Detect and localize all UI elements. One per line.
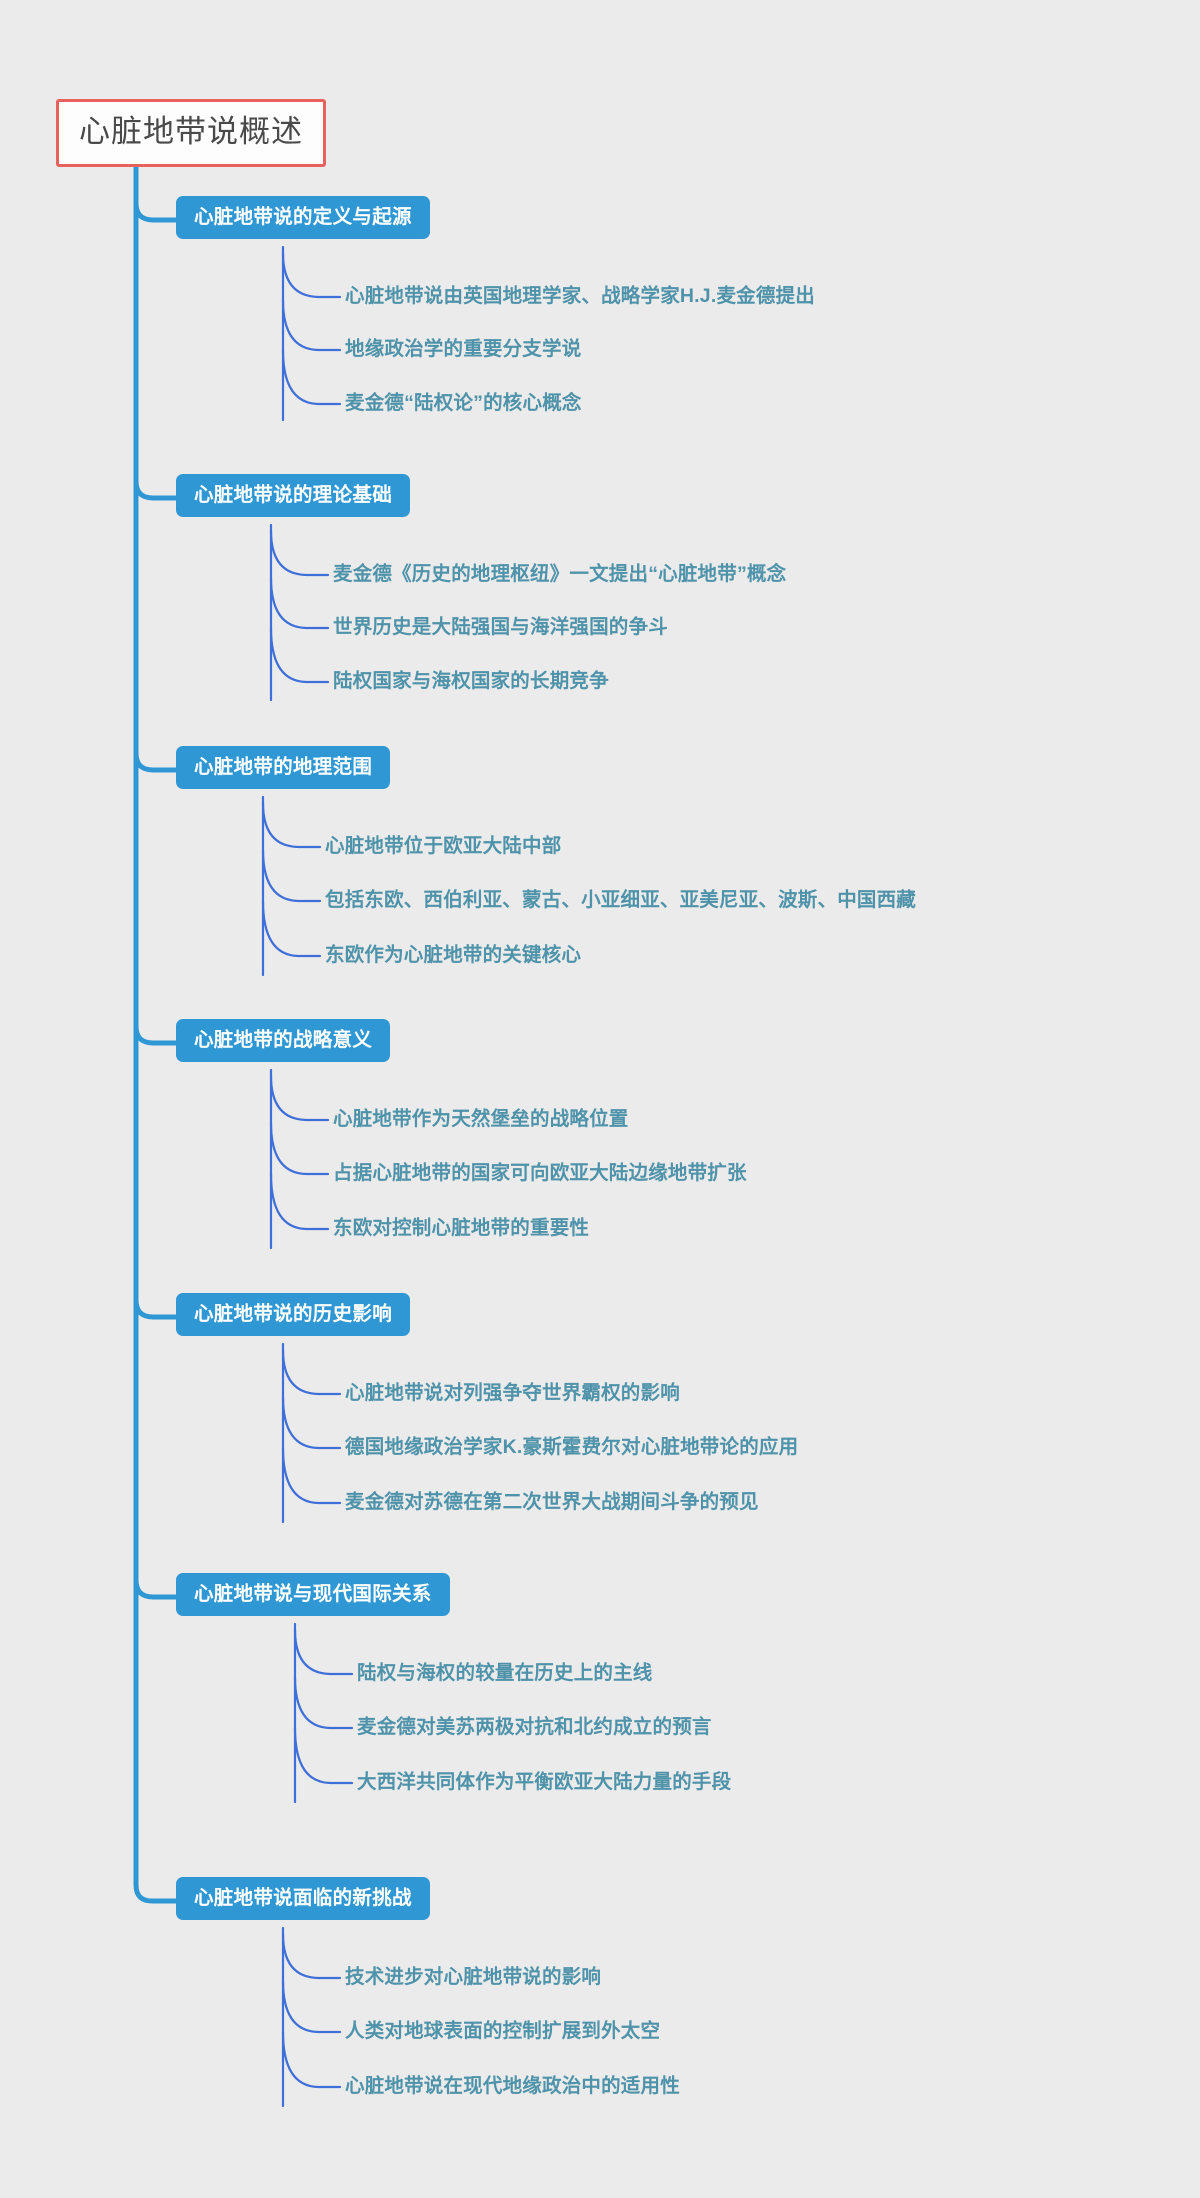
leaf-node-4-3-label: 东欧对控制心脏地带的重要性 — [333, 1217, 590, 1239]
branch-node-4-label: 心脏地带的战略意义 — [194, 1029, 373, 1051]
leaf-node-7-1[interactable]: 技术进步对心脏地带说的影响 — [345, 1966, 601, 1988]
leaf-node-1-3-label: 麦金德“陆权论”的核心概念 — [345, 392, 582, 414]
branch-node-6[interactable]: 心脏地带说与现代国际关系 — [176, 1573, 450, 1617]
leaf-node-7-3-label: 心脏地带说在现代地缘政治中的适用性 — [345, 2075, 680, 2097]
branch-node-2-label: 心脏地带说的理论基础 — [194, 484, 393, 506]
branch-node-4[interactable]: 心脏地带的战略意义 — [176, 1019, 391, 1063]
leaf-node-3-3-label: 东欧作为心脏地带的关键核心 — [325, 944, 582, 966]
branch-node-2[interactable]: 心脏地带说的理论基础 — [176, 474, 411, 518]
leaf-node-7-3[interactable]: 心脏地带说在现代地缘政治中的适用性 — [345, 2075, 680, 2097]
leaf-node-4-1-label: 心脏地带作为天然堡垒的战略位置 — [333, 1108, 629, 1130]
branch-node-5[interactable]: 心脏地带说的历史影响 — [176, 1293, 411, 1337]
leaf-node-4-2[interactable]: 占据心脏地带的国家可向欧亚大陆边缘地带扩张 — [333, 1162, 747, 1184]
leaf-node-7-1-label: 技术进步对心脏地带说的影响 — [345, 1966, 602, 1988]
branch-node-7[interactable]: 心脏地带说面临的新挑战 — [176, 1877, 430, 1921]
leaf-node-4-2-label: 占据心脏地带的国家可向欧亚大陆边缘地带扩张 — [333, 1162, 747, 1184]
branch-node-5-label: 心脏地带说的历史影响 — [194, 1303, 393, 1325]
leaf-node-5-2[interactable]: 德国地缘政治学家K.豪斯霍费尔对心脏地带论的应用 — [345, 1436, 798, 1458]
branch-node-1-label: 心脏地带说的定义与起源 — [194, 206, 412, 228]
leaf-node-5-1[interactable]: 心脏地带说对列强争夺世界霸权的影响 — [345, 1382, 680, 1404]
leaf-node-5-2-label: 德国地缘政治学家K.豪斯霍费尔对心脏地带论的应用 — [345, 1436, 799, 1458]
leaf-node-1-2[interactable]: 地缘政治学的重要分支学说 — [345, 338, 581, 360]
leaf-node-6-3-label: 大西洋共同体作为平衡欧亚大陆力量的手段 — [357, 1771, 732, 1793]
leaf-node-3-2-label: 包括东欧、西伯利亚、蒙古、小亚细亚、亚美尼亚、波斯、中国西藏 — [325, 889, 917, 911]
leaf-node-5-3[interactable]: 麦金德对苏德在第二次世界大战期间斗争的预见 — [345, 1491, 759, 1513]
leaf-node-7-2-label: 人类对地球表面的控制扩展到外太空 — [345, 2020, 661, 2042]
leaf-node-3-1-label: 心脏地带位于欧亚大陆中部 — [325, 835, 562, 857]
leaf-node-1-3[interactable]: 麦金德“陆权论”的核心概念 — [345, 392, 582, 414]
leaf-node-2-1[interactable]: 麦金德《历史的地理枢纽》一文提出“心脏地带”概念 — [333, 563, 786, 585]
branch-node-3[interactable]: 心脏地带的地理范围 — [176, 746, 391, 790]
branch-node-7-label: 心脏地带说面临的新挑战 — [194, 1887, 412, 1909]
leaf-node-3-1[interactable]: 心脏地带位于欧亚大陆中部 — [325, 835, 561, 857]
leaf-node-5-3-label: 麦金德对苏德在第二次世界大战期间斗争的预见 — [345, 1491, 759, 1513]
leaf-node-3-2[interactable]: 包括东欧、西伯利亚、蒙古、小亚细亚、亚美尼亚、波斯、中国西藏 — [325, 889, 916, 911]
leaf-node-2-2[interactable]: 世界历史是大陆强国与海洋强国的争斗 — [333, 616, 668, 638]
branch-node-6-label: 心脏地带说与现代国际关系 — [194, 1583, 432, 1605]
leaf-node-4-1[interactable]: 心脏地带作为天然堡垒的战略位置 — [333, 1108, 629, 1130]
root-node[interactable]: 心脏地带说概述 — [56, 99, 326, 167]
leaf-node-6-1-label: 陆权与海权的较量在历史上的主线 — [357, 1662, 653, 1684]
leaf-node-3-3[interactable]: 东欧作为心脏地带的关键核心 — [325, 944, 581, 966]
branch-node-1[interactable]: 心脏地带说的定义与起源 — [176, 196, 430, 240]
leaf-node-2-3-label: 陆权国家与海权国家的长期竞争 — [333, 670, 609, 692]
leaf-node-1-1[interactable]: 心脏地带说由英国地理学家、战略学家H.J.麦金德提出 — [345, 285, 815, 307]
branch-node-3-label: 心脏地带的地理范围 — [194, 756, 373, 778]
root-node-label: 心脏地带说概述 — [79, 114, 303, 149]
leaf-node-6-2-label: 麦金德对美苏两极对抗和北约成立的预言 — [357, 1716, 712, 1738]
leaf-node-4-3[interactable]: 东欧对控制心脏地带的重要性 — [333, 1217, 589, 1239]
leaf-node-1-1-label: 心脏地带说由英国地理学家、战略学家H.J.麦金德提出 — [345, 285, 815, 307]
leaf-node-5-1-label: 心脏地带说对列强争夺世界霸权的影响 — [345, 1382, 680, 1404]
leaf-node-2-2-label: 世界历史是大陆强国与海洋强国的争斗 — [333, 616, 668, 638]
leaf-node-2-1-label: 麦金德《历史的地理枢纽》一文提出“心脏地带”概念 — [333, 563, 787, 585]
leaf-node-2-3[interactable]: 陆权国家与海权国家的长期竞争 — [333, 670, 609, 692]
leaf-node-7-2[interactable]: 人类对地球表面的控制扩展到外太空 — [345, 2020, 660, 2042]
leaf-node-6-3[interactable]: 大西洋共同体作为平衡欧亚大陆力量的手段 — [357, 1771, 731, 1793]
leaf-node-6-1[interactable]: 陆权与海权的较量在历史上的主线 — [357, 1662, 653, 1684]
leaf-node-1-2-label: 地缘政治学的重要分支学说 — [345, 338, 582, 360]
leaf-node-6-2[interactable]: 麦金德对美苏两极对抗和北约成立的预言 — [357, 1716, 712, 1738]
